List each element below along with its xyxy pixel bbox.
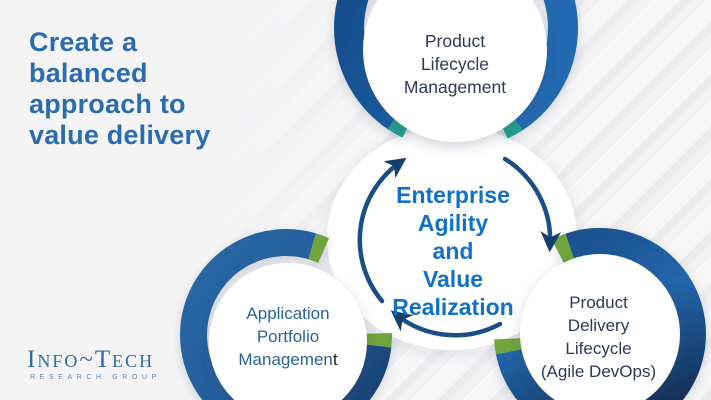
ring-left-group [180, 229, 393, 400]
logo-subtitle: RESEARCH GROUP [30, 374, 161, 381]
logo-wordmark: Info~Tech [27, 346, 155, 373]
node-label-line-part: t [332, 350, 338, 369]
ring-right-green-accent-left [494, 337, 523, 355]
circle-right [520, 254, 680, 400]
node-label-line: Lifecycle [420, 54, 490, 74]
node-label-line: Product [424, 31, 486, 51]
node-label-line: Application [246, 304, 330, 323]
node-label-line: Management [403, 77, 507, 97]
title-line: approach to [29, 89, 186, 119]
ring-top [334, 0, 578, 131]
node-label-product-delivery-lifecycle: Product Delivery Lifecycle (Agile DevOps… [516, 291, 681, 383]
circle-top [363, 0, 547, 142]
ring-right [495, 227, 706, 400]
center-white-blob [327, 126, 577, 350]
title-line: value delivery [29, 120, 211, 150]
node-label-product-lifecycle-management: Product Lifecycle Management [375, 30, 535, 99]
slide-title: Create a balanced approach to value deli… [29, 27, 329, 151]
node-label-line: Delivery [567, 316, 630, 335]
center-label-line: Value [422, 266, 484, 292]
center-label-line: and [432, 238, 474, 264]
ring-left-green-accent-top [308, 233, 330, 263]
cycle-arrow-down-icon [502, 156, 562, 253]
ring-left [180, 229, 392, 400]
center-label-enterprise-agility: Enterprise Agility and Value Realization [348, 181, 558, 321]
cycle-arrow-up-icon [357, 157, 407, 304]
node-label-line: Product [569, 293, 628, 312]
node-label-application-portfolio-management: Application Portfolio Management [206, 302, 370, 371]
node-label-line: (Agile DevOps) [540, 362, 657, 381]
center-label-line: Agility [417, 210, 489, 236]
cycle-arrow-left-icon [390, 310, 503, 338]
cycle-arrows [357, 156, 562, 338]
ring-left-green-accent-right [364, 333, 393, 348]
node-label-line: Portfolio [256, 327, 320, 346]
node-label-line-part: Managemen [238, 350, 333, 369]
center-label-line: Enterprise [396, 182, 510, 208]
node-label-line: Management [206, 348, 370, 371]
ring-right-green-accent-top [551, 233, 575, 264]
title-line: balanced [29, 58, 148, 88]
center-label-line: Realization [392, 294, 514, 320]
title-line: Create a [29, 27, 138, 57]
node-label-line: Lifecycle [565, 339, 632, 358]
infotech-logo: Info~Tech RESEARCH GROUP [27, 347, 161, 381]
circle-left [209, 263, 367, 400]
